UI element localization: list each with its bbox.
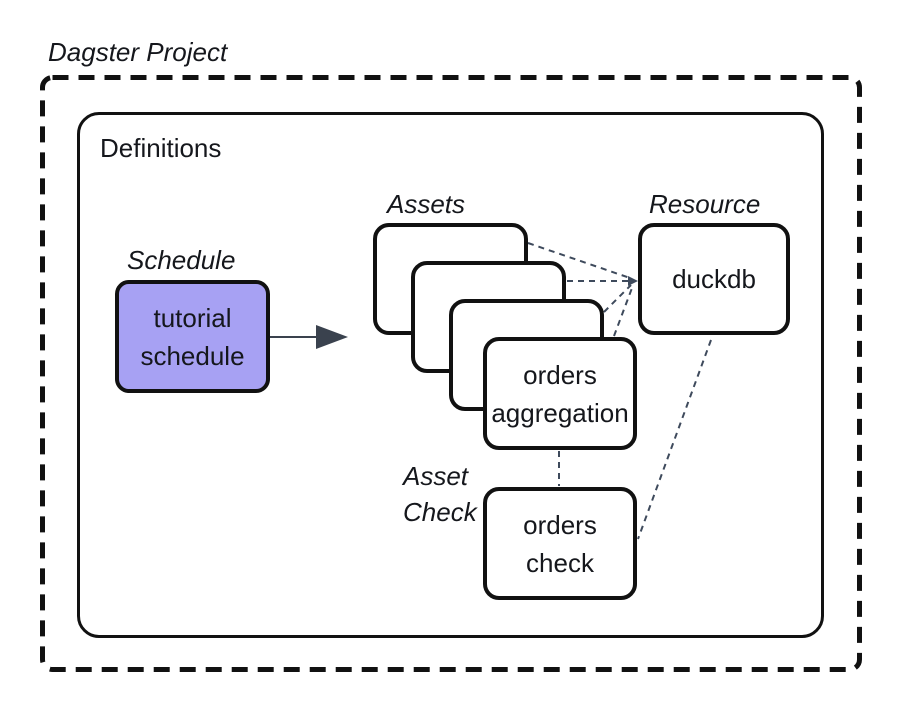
resource-group-label: Resource: [649, 189, 761, 219]
definitions-label: Definitions: [100, 133, 222, 163]
diagram-title: Dagster Project: [48, 37, 228, 67]
assets-group-label: Assets: [387, 189, 466, 219]
schedule-group-label: Schedule: [127, 245, 236, 275]
definitions-container-box: [77, 112, 824, 638]
node-orders-aggregation: orders aggregation: [483, 337, 637, 450]
node-duckdb: duckdb: [638, 223, 790, 335]
node-orders-check: orders check: [483, 487, 637, 600]
node-tutorial-schedule: tutorial schedule: [115, 280, 270, 393]
asset-check-group-label: Asset Check: [403, 461, 477, 527]
